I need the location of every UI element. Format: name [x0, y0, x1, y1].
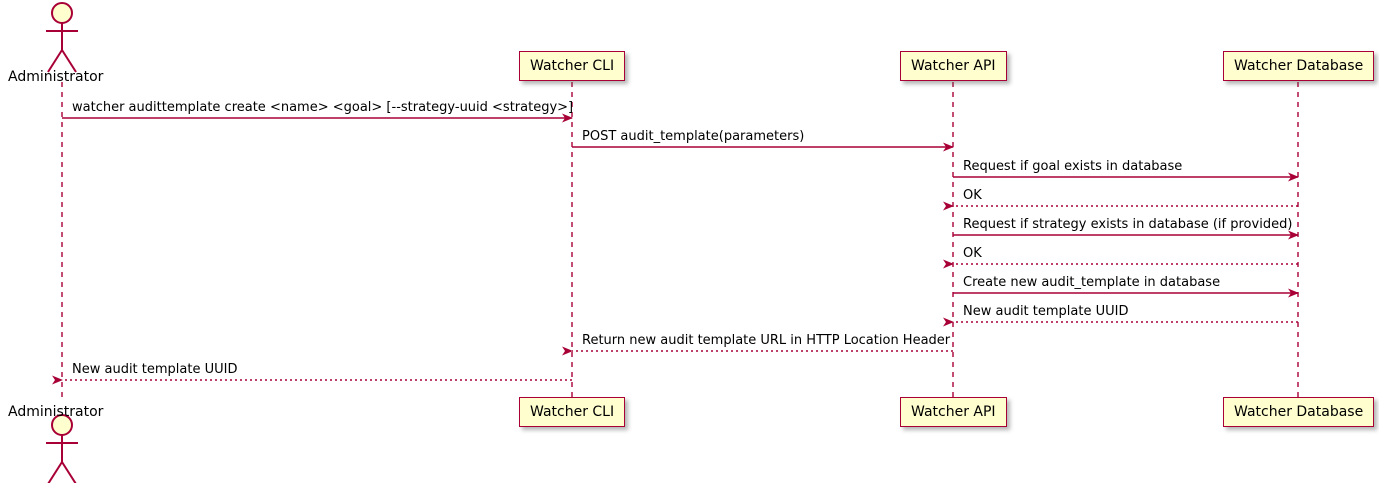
participant-box-watcher_api-top[interactable]: Watcher API: [900, 51, 1007, 81]
participant-box-watcher_database-bottom[interactable]: Watcher Database: [1223, 397, 1375, 427]
message-label-4: OK: [963, 188, 982, 203]
actor-figure-administrator-top: [46, 2, 78, 73]
participant-box-watcher_cli-top[interactable]: Watcher CLI: [519, 51, 626, 81]
message-arrows-group: [52, 113, 1299, 385]
message-label-2: POST audit_template(parameters): [582, 129, 805, 144]
message-label-1: watcher audittemplate create <name> <goa…: [72, 100, 574, 115]
message-label-5: Request if strategy exists in database (…: [963, 217, 1293, 232]
message-label-8: New audit template UUID: [963, 304, 1129, 319]
participant-box-watcher_cli-bottom[interactable]: Watcher CLI: [519, 397, 626, 427]
message-label-10: New audit template UUID: [72, 362, 238, 377]
message-label-3: Request if goal exists in database: [963, 159, 1183, 174]
message-label-9: Return new audit template URL in HTTP Lo…: [582, 333, 951, 348]
participant-box-watcher_api-bottom[interactable]: Watcher API: [900, 397, 1007, 427]
actor-figures-group: [46, 2, 78, 483]
lifelines-group: [61, 82, 1299, 397]
actor-label-administrator-bottom: Administrator: [8, 404, 104, 420]
actor-figure-administrator-bottom: [46, 414, 78, 483]
message-label-7: Create new audit_template in database: [963, 275, 1221, 290]
message-label-6: OK: [963, 246, 982, 261]
actor-label-administrator-top: Administrator: [8, 69, 104, 85]
participant-box-watcher_database-top[interactable]: Watcher Database: [1223, 51, 1375, 81]
